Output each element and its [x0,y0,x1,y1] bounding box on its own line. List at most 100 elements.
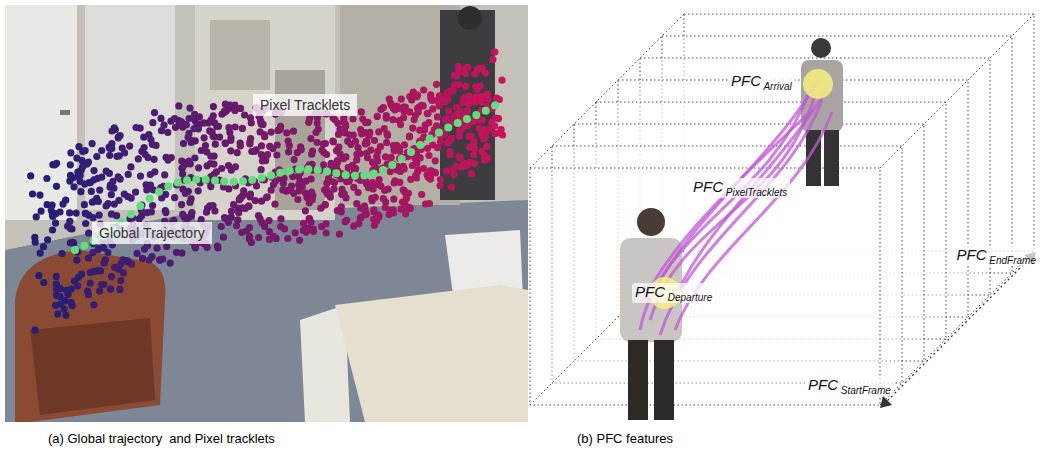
tracklet-dot [342,153,349,160]
tracklet-dot [420,86,427,93]
feature-label: PFC EndFrame [954,246,1039,266]
trajectory-dot [164,182,172,190]
tracklet-dot [43,175,50,182]
tracklet-dot [445,107,452,114]
tracklet-dot [127,163,134,170]
tracklet-dot [387,168,394,175]
trajectory-dot [258,174,266,182]
tracklet-dot [222,140,229,147]
tracklet-dot [383,115,390,122]
tracklet-dot [137,125,144,132]
tracklet-dot [412,112,419,119]
tracklet-dot [98,281,105,288]
tracklet-dot [179,186,186,193]
tracklet-dot [137,173,144,180]
pixel-tracklet-dots [27,48,506,333]
tracklet-dot [36,192,43,199]
tracklet-dot [151,109,158,116]
tracklet-dot [437,182,444,189]
tracklet-dot [106,152,113,159]
tracklet-dot [232,123,239,130]
video-frames [530,14,1034,405]
subscript: Departure [665,292,712,303]
tracklet-dot [66,218,73,225]
tracklet-dot [434,144,441,151]
tracklet-dot [218,223,225,230]
tracklet-dot [358,108,365,115]
tracklet-dot [300,220,307,227]
tracklet-curves [640,80,832,335]
trajectory-dot [351,172,359,180]
tracklet-dot [91,197,98,204]
tracklet-dot [186,105,193,112]
tracklet-dot [409,162,416,169]
tracklet-dot [478,98,485,105]
room-photo [5,5,528,422]
tracklet-dot [105,200,112,207]
tracklet-dot [279,186,286,193]
tracklet-dot [231,101,238,108]
tracklet-dot [369,159,376,166]
tracklet-dot [343,217,350,224]
tracklet-dot [44,236,51,243]
tracklet-dot [210,112,217,119]
frame-edge [880,251,1034,405]
tracklet-dot [468,170,475,177]
tracklet-dot [363,211,370,218]
tracklet-dot [408,96,415,103]
tracklet-dot [427,91,434,98]
tracklet-dot [31,327,38,334]
tracklet-dot [89,140,96,147]
tracklet-dot [396,179,403,186]
feature-label: PFC StartFrame [805,376,894,396]
global-trajectory-dots [71,102,499,255]
trajectory-dot [286,167,294,175]
trajectory-dot [220,177,228,185]
tracklet-dot [338,186,345,193]
trajectory-dot [370,170,378,178]
tracklet-dot [218,111,225,118]
tracklet-dot [295,187,302,194]
trajectory-dot [267,171,275,179]
tracklet-dot [73,210,80,217]
tracklet-dot [294,196,301,203]
trajectory-dot [183,176,191,184]
tracklet-dot [382,198,389,205]
tracklet-dot [480,136,487,143]
tracklet-dot [450,113,457,120]
tracklet-dot [476,125,483,132]
tracklet-dot [120,269,127,276]
tracklet-dot [139,255,146,262]
tracklet-dot [401,165,408,172]
tracklet-dot [73,257,80,264]
trajectory-dot [435,129,443,137]
tracklet-dot [478,148,485,155]
frame-outline [530,168,880,405]
tracklet-dot [338,208,345,215]
tracklet-dot [196,113,203,120]
tracklet-dot [162,191,169,198]
tracklet-dot [149,119,156,126]
tracklet-dot [146,256,153,263]
tracklet-dot [472,93,479,100]
tracklet-dot [308,151,315,158]
tracklet-dot [246,193,253,200]
tracklet-dot [463,116,470,123]
tracklet-dot [357,150,364,157]
tracklet-dot [86,179,93,186]
tracklet-dot [248,148,255,155]
tracklet-dot [264,193,271,200]
tracklet-dot [416,127,423,134]
arrival-point [803,69,833,99]
tracklet-dot [397,121,404,128]
tracklet-dot [69,302,76,309]
tracklet-dot [258,142,265,149]
tracklet-dot [108,211,115,218]
tracklet-dot [98,147,105,154]
tracklet-dot [308,188,315,195]
tracklet-dot [108,191,115,198]
tracklet-dot [183,121,190,128]
tracklet-dot [88,188,95,195]
tracklet-dot [103,168,110,175]
trajectory-dot [323,168,331,176]
